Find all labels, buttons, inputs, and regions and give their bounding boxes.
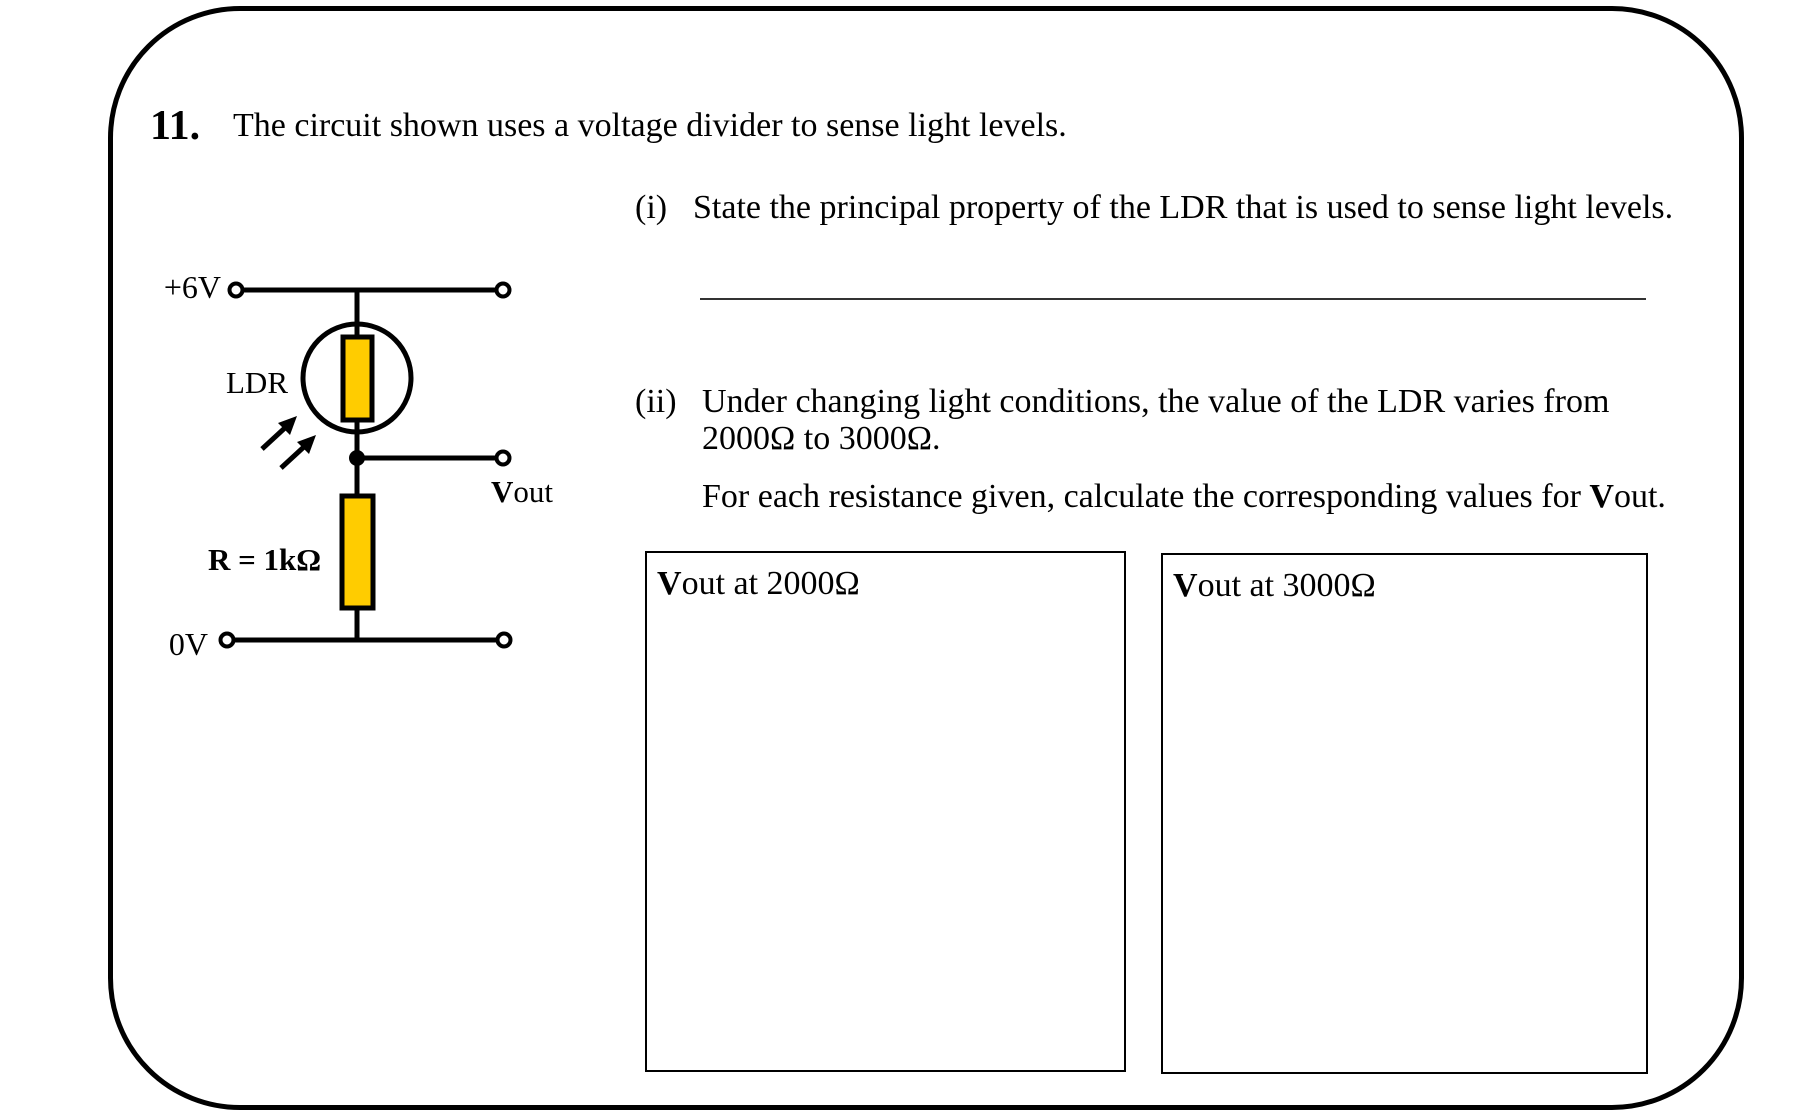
ground-terminal-right-icon [495, 631, 513, 649]
vout-label-out: out [513, 474, 553, 509]
part-ii-text-line2: 2000Ω to 3000Ω. [702, 420, 941, 457]
ldr-symbol-icon [300, 321, 414, 435]
vout-label: Vout [491, 474, 553, 509]
question-number: 11. [150, 103, 201, 149]
answer-box-3000-label-v: V [1173, 567, 1198, 604]
part-i-text: State the principal property of the LDR … [693, 189, 1674, 226]
instruction-v: V [1589, 478, 1614, 515]
answer-box-2000-label-v: V [657, 565, 682, 602]
instruction-prefix: For each resistance given, calculate the… [702, 478, 1590, 515]
light-arrows-icon [260, 416, 316, 470]
resistor-label: R = 1kΩ [208, 542, 321, 577]
answer-box-3000-label-rest: out at 3000Ω [1197, 567, 1376, 604]
answer-box-3000-ohm[interactable]: Vout at 3000Ω [1161, 553, 1648, 1074]
part-i-answer-line[interactable] [700, 298, 1646, 300]
answer-box-3000-label: Vout at 3000Ω [1173, 569, 1376, 603]
part-i-label: (i) [635, 189, 668, 226]
part-ii-text-line1: Under changing light conditions, the val… [702, 383, 1610, 420]
question-intro: The circuit shown uses a voltage divider… [233, 107, 1067, 144]
vout-label-v: V [491, 474, 514, 509]
question-frame [108, 6, 1744, 1110]
answer-box-2000-label-rest: out at 2000Ω [681, 565, 860, 602]
instruction-suffix: out. [1613, 478, 1666, 515]
answer-box-2000-ohm[interactable]: Vout at 2000Ω [645, 551, 1126, 1072]
ground-terminal-left-icon [218, 631, 236, 649]
ldr-label: LDR [226, 365, 288, 400]
part-ii-label: (ii) [635, 383, 677, 420]
vout-terminal-icon [494, 449, 512, 467]
supply-terminal-left-icon [227, 281, 245, 299]
part-ii-instruction: For each resistance given, calculate the… [702, 480, 1666, 514]
supply-label: +6V [164, 269, 221, 305]
supply-terminal-right-icon [494, 281, 512, 299]
fixed-resistor-icon [339, 493, 376, 611]
answer-box-2000-label: Vout at 2000Ω [657, 567, 860, 601]
ground-label: 0V [169, 626, 208, 662]
